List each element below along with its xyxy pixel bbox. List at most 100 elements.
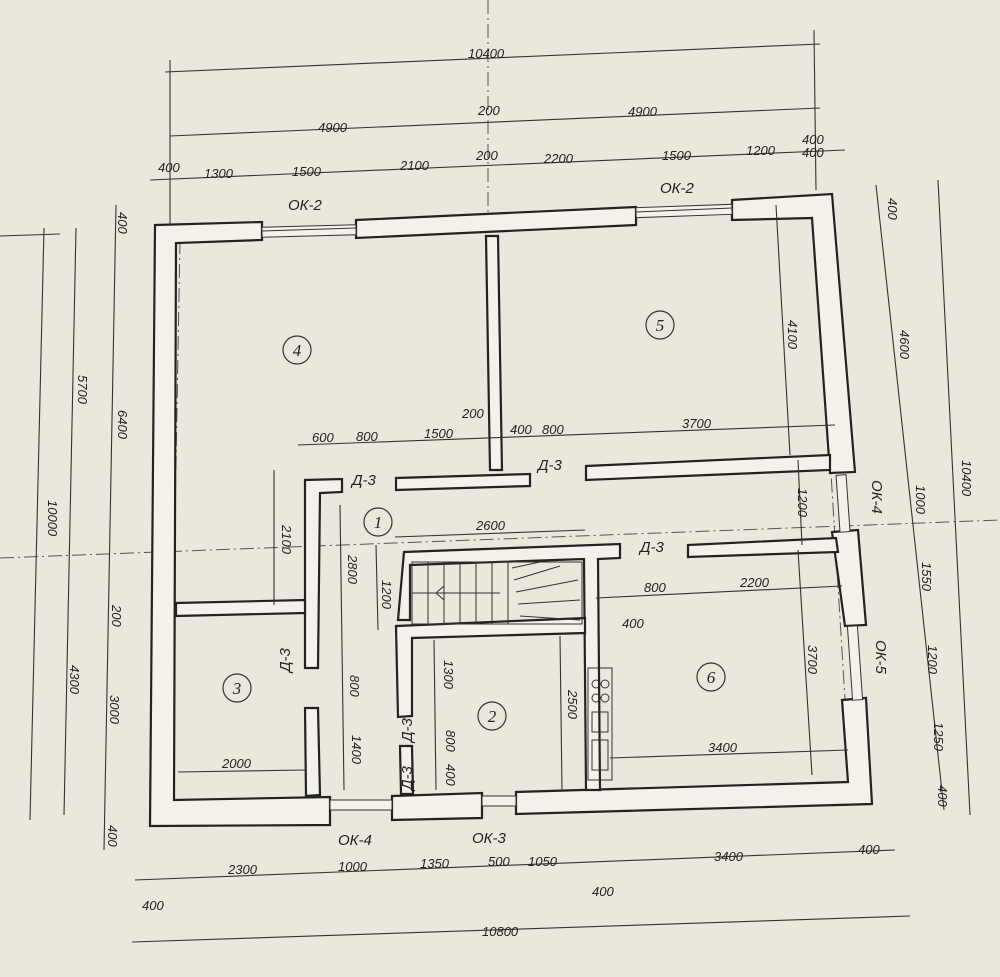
window-label-ok2-right: ОК-2 (660, 180, 695, 197)
dim-room5-4100: 4100 (785, 320, 800, 350)
dim-int-400: 400 (510, 422, 532, 437)
opening-labels: ОК-2 ОК-2 ОК-4 ОК-3 ОК-4 ОК-5 Д-3 Д-3 Д-… (277, 180, 889, 849)
dim-right-400-bottom: 400 (935, 785, 950, 807)
dim-left-6400: 6400 (115, 410, 130, 440)
dim-bottom-400-right: 400 (858, 842, 880, 857)
room-number-4: 4 (293, 341, 302, 360)
outer-wall-top-right (730, 192, 857, 475)
staircase[interactable] (411, 561, 583, 625)
window-label-ok2-left: ОК-2 (288, 197, 323, 214)
interior-wall-2-top (394, 616, 587, 719)
dim-left-10000: 10000 (45, 500, 60, 537)
interior-wall-4-5 (484, 234, 504, 472)
dim-int-3700: 3700 (682, 416, 712, 431)
dim-bottom-3400: 3400 (714, 849, 744, 864)
dim-top-overall: 10400 (468, 46, 505, 61)
window-label-ok5: ОК-5 (872, 640, 889, 675)
dim-top-200: 200 (477, 103, 500, 118)
dim-int-800: 800 (356, 429, 378, 444)
dim-int-800b: 800 (542, 422, 564, 437)
interior-wall-2-door (398, 744, 415, 796)
dim-top-4900-right: 4900 (628, 104, 658, 119)
dim-row3-1500: 1500 (292, 164, 322, 179)
kitchen-unit (587, 667, 613, 781)
dim-room2-2500: 2500 (565, 689, 580, 720)
dim-top-4900-left: 4900 (318, 120, 348, 135)
dim-left-4300: 4300 (67, 665, 82, 695)
dim-top-400-right: 400 (802, 132, 824, 147)
dim-bottom-1000: 1000 (338, 859, 368, 874)
dimensions-interior: 4100 200 600 800 1500 400 800 3700 2100 … (177, 204, 849, 791)
dim-bottom-1350: 1350 (420, 856, 450, 871)
dim-bottom-400-mid: 400 (592, 884, 614, 899)
room-markers: 4 5 1 3 2 6 (222, 310, 726, 731)
dim-bottom-400-left: 400 (142, 898, 164, 913)
window-label-ok4-right: ОК-4 (868, 480, 885, 514)
dim-int-2600: 2600 (475, 518, 506, 533)
dim-left-200: 200 (109, 604, 124, 627)
dim-right-1200: 1200 (925, 645, 940, 675)
dim-bottom-2300: 2300 (227, 862, 258, 877)
room-marker-3 (222, 673, 252, 703)
dim-row3-400b: 400 (802, 145, 824, 160)
dim-row3-400: 400 (158, 160, 180, 175)
dim-right-10400: 10400 (959, 460, 974, 497)
room-number-5: 5 (656, 316, 665, 335)
dim-room2-1300: 1300 (441, 660, 456, 690)
dim-right-1000: 1000 (913, 485, 928, 515)
dim-room6-3400: 3400 (708, 740, 738, 755)
interior-wall-3-top (174, 598, 307, 618)
dim-left-400-top: 400 (115, 212, 130, 234)
interior-wall-5-corridor (584, 453, 832, 482)
dim-left-400-bottom: 400 (105, 825, 120, 847)
outer-wall-right-bottom (514, 696, 874, 816)
dim-row3-1200: 1200 (746, 143, 776, 158)
room-number-2: 2 (488, 707, 497, 726)
dim-int-800-vert: 800 (347, 675, 362, 697)
dim-wall-200: 200 (461, 406, 484, 421)
window-label-ok4-bottom: ОК-4 (338, 832, 372, 849)
room-marker-5 (645, 310, 675, 340)
dim-room6-800: 800 (644, 580, 666, 595)
room-marker-1 (363, 507, 393, 537)
interior-wall-3-door (303, 706, 322, 798)
dim-room2-400: 400 (443, 764, 458, 786)
dim-int-600: 600 (312, 430, 334, 445)
dimensions-left: 10000 5700 4300 400 6400 200 3000 400 (0, 204, 130, 851)
interior-wall-6-top (686, 536, 840, 559)
door-label-d3-room2: Д-3 (399, 717, 416, 744)
door-label-d3-room4: Д-3 (350, 472, 377, 489)
dim-row3-1300: 1300 (204, 166, 234, 181)
window-label-ok3: ОК-3 (472, 830, 507, 847)
dim-left-5700: 5700 (75, 375, 90, 405)
door-label-d3-room5: Д-3 (536, 457, 563, 474)
door-label-d3-room3: Д-3 (277, 647, 294, 674)
door-label-d3-room6: Д-3 (638, 539, 665, 556)
outer-wall-bottom-mid (390, 791, 484, 822)
dim-row3-2100: 2100 (399, 158, 430, 173)
dim-right-4600: 4600 (897, 330, 912, 360)
interior-wall-4-corridor (394, 472, 532, 492)
dim-room6-400: 400 (622, 616, 644, 631)
dim-bottom-500: 500 (488, 854, 510, 869)
dim-room3-2000: 2000 (221, 756, 252, 771)
dim-room6-2200: 2200 (739, 575, 770, 590)
interior-wall-stair-left (303, 477, 344, 670)
dim-row3-1500b: 1500 (662, 148, 692, 163)
room-number-1: 1 (374, 513, 383, 532)
dim-int-2100: 2100 (279, 524, 294, 555)
dim-row3-2200: 2200 (543, 151, 574, 166)
dim-right-1550: 1550 (919, 562, 934, 592)
dim-int-1400: 1400 (349, 735, 364, 765)
room-marker-4 (282, 335, 312, 365)
dimensions-right: 10400 400 4600 1000 1550 1200 1250 400 (875, 179, 974, 816)
dim-int-1200-right: 1200 (795, 488, 810, 518)
dim-int-2800: 2800 (345, 554, 360, 585)
room-number-6: 6 (707, 668, 716, 687)
dim-row3-200: 200 (475, 148, 498, 163)
dimensions-top: 10400 4900 200 4900 400 400 1300 1500 21… (149, 29, 846, 225)
dim-right-1250: 1250 (931, 722, 946, 752)
dim-room2-800: 800 (443, 730, 458, 752)
windows (261, 203, 864, 811)
